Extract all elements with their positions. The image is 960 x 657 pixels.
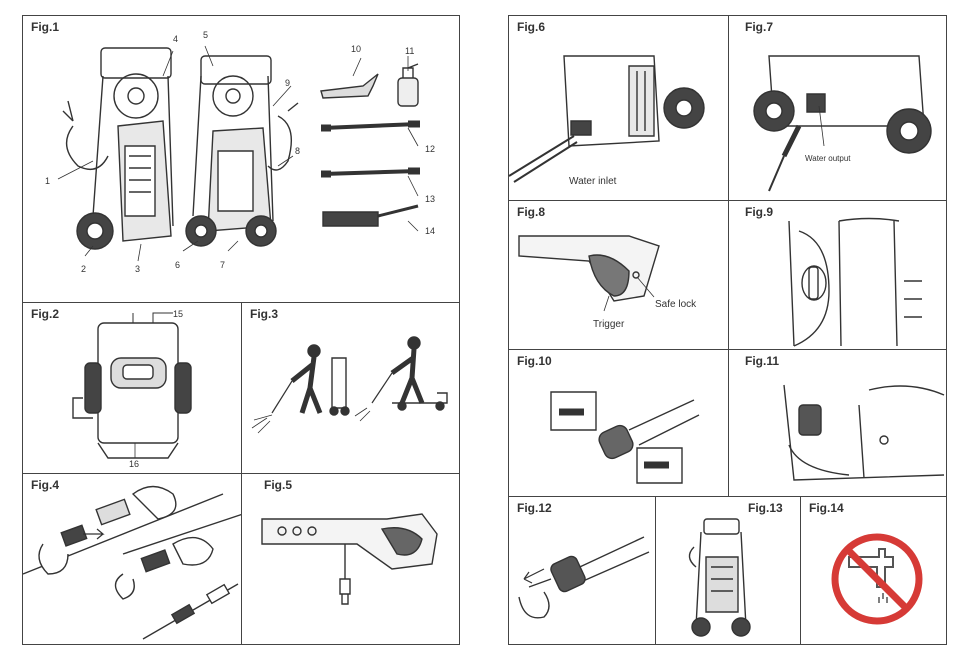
callout-13: 13 bbox=[425, 194, 436, 204]
fig14-panel: Fig.14 bbox=[800, 496, 947, 645]
fig12-label: Fig.12 bbox=[517, 501, 552, 515]
washer-storage-illustration bbox=[656, 497, 802, 646]
fig5-panel: Fig.5 bbox=[241, 473, 460, 645]
fig6-panel: Fig.6 Water inlet bbox=[508, 15, 729, 201]
fig13-label: Fig.13 bbox=[748, 501, 783, 515]
fig8-panel: Fig.8 Trigger Safe lock bbox=[508, 200, 729, 350]
fig10-panel: Fig.10 bbox=[508, 349, 729, 497]
fig7-label: Fig.7 bbox=[745, 20, 774, 34]
callout-3: 3 bbox=[135, 264, 141, 274]
callout-1: 1 bbox=[45, 176, 51, 186]
callout-9: 9 bbox=[285, 78, 291, 88]
fig5-label: Fig.5 bbox=[264, 478, 293, 492]
callout-2: 2 bbox=[81, 264, 87, 274]
fig11-panel: Fig.11 bbox=[728, 349, 947, 497]
callout-5: 5 bbox=[203, 30, 209, 40]
callout-7: 7 bbox=[220, 260, 226, 270]
callout-10: 10 bbox=[351, 44, 362, 54]
fig8-label: Fig.8 bbox=[517, 205, 546, 219]
no-water-faucet-warning-icon bbox=[801, 497, 948, 646]
hose-connection-illustration bbox=[23, 474, 243, 646]
fig4-panel: Fig.4 bbox=[22, 473, 242, 645]
fig1-label: Fig.1 bbox=[31, 20, 60, 34]
water-inlet-caption: Water inlet bbox=[569, 176, 617, 187]
water-output-illustration bbox=[729, 16, 948, 202]
fig1-panel: Fig.1 1 2 3 4 5 6 7 bbox=[22, 15, 460, 303]
callout-15: 15 bbox=[173, 309, 184, 319]
fig14-label: Fig.14 bbox=[809, 501, 844, 515]
fig9-panel: Fig.9 bbox=[728, 200, 947, 350]
safe-lock-caption: Safe lock bbox=[655, 299, 697, 310]
fig9-label: Fig.9 bbox=[745, 205, 774, 219]
fig4-label: Fig.4 bbox=[31, 478, 60, 492]
fig2-panel: Fig.2 15 16 bbox=[22, 302, 242, 474]
fig7-panel: Fig.7 Water output bbox=[728, 15, 947, 201]
fig10-label: Fig.10 bbox=[517, 354, 552, 368]
fig12-panel: Fig.12 bbox=[508, 496, 656, 645]
power-switch-illustration bbox=[729, 201, 948, 351]
callout-11: 11 bbox=[405, 46, 415, 56]
nozzle-storage-illustration bbox=[729, 350, 948, 498]
trigger-caption: Trigger bbox=[593, 319, 625, 330]
fig6-label: Fig.6 bbox=[517, 20, 546, 34]
callout-14: 14 bbox=[425, 226, 436, 236]
trigger-safe-lock-illustration bbox=[509, 201, 730, 351]
callout-6: 6 bbox=[175, 260, 181, 270]
callout-16: 16 bbox=[129, 459, 140, 469]
callout-12: 12 bbox=[425, 144, 436, 154]
callout-4: 4 bbox=[173, 34, 179, 44]
spray-gun-illustration bbox=[242, 474, 461, 646]
water-output-caption: Water output bbox=[805, 154, 851, 163]
fig2-label: Fig.2 bbox=[31, 307, 60, 321]
fig13-panel: Fig.13 bbox=[655, 496, 801, 645]
fig3-panel: Fig.3 bbox=[241, 302, 460, 474]
pressure-washer-exploded-illustration bbox=[23, 16, 461, 304]
callout-8: 8 bbox=[295, 146, 301, 156]
water-inlet-illustration bbox=[509, 16, 730, 202]
fig11-label: Fig.11 bbox=[745, 354, 780, 368]
washer-top-view-illustration bbox=[23, 303, 243, 475]
nozzle-rotation-illustration bbox=[509, 497, 657, 646]
nozzle-adjustment-illustration bbox=[509, 350, 730, 498]
operator-usage-illustration bbox=[242, 303, 461, 475]
fig3-label: Fig.3 bbox=[250, 307, 279, 321]
